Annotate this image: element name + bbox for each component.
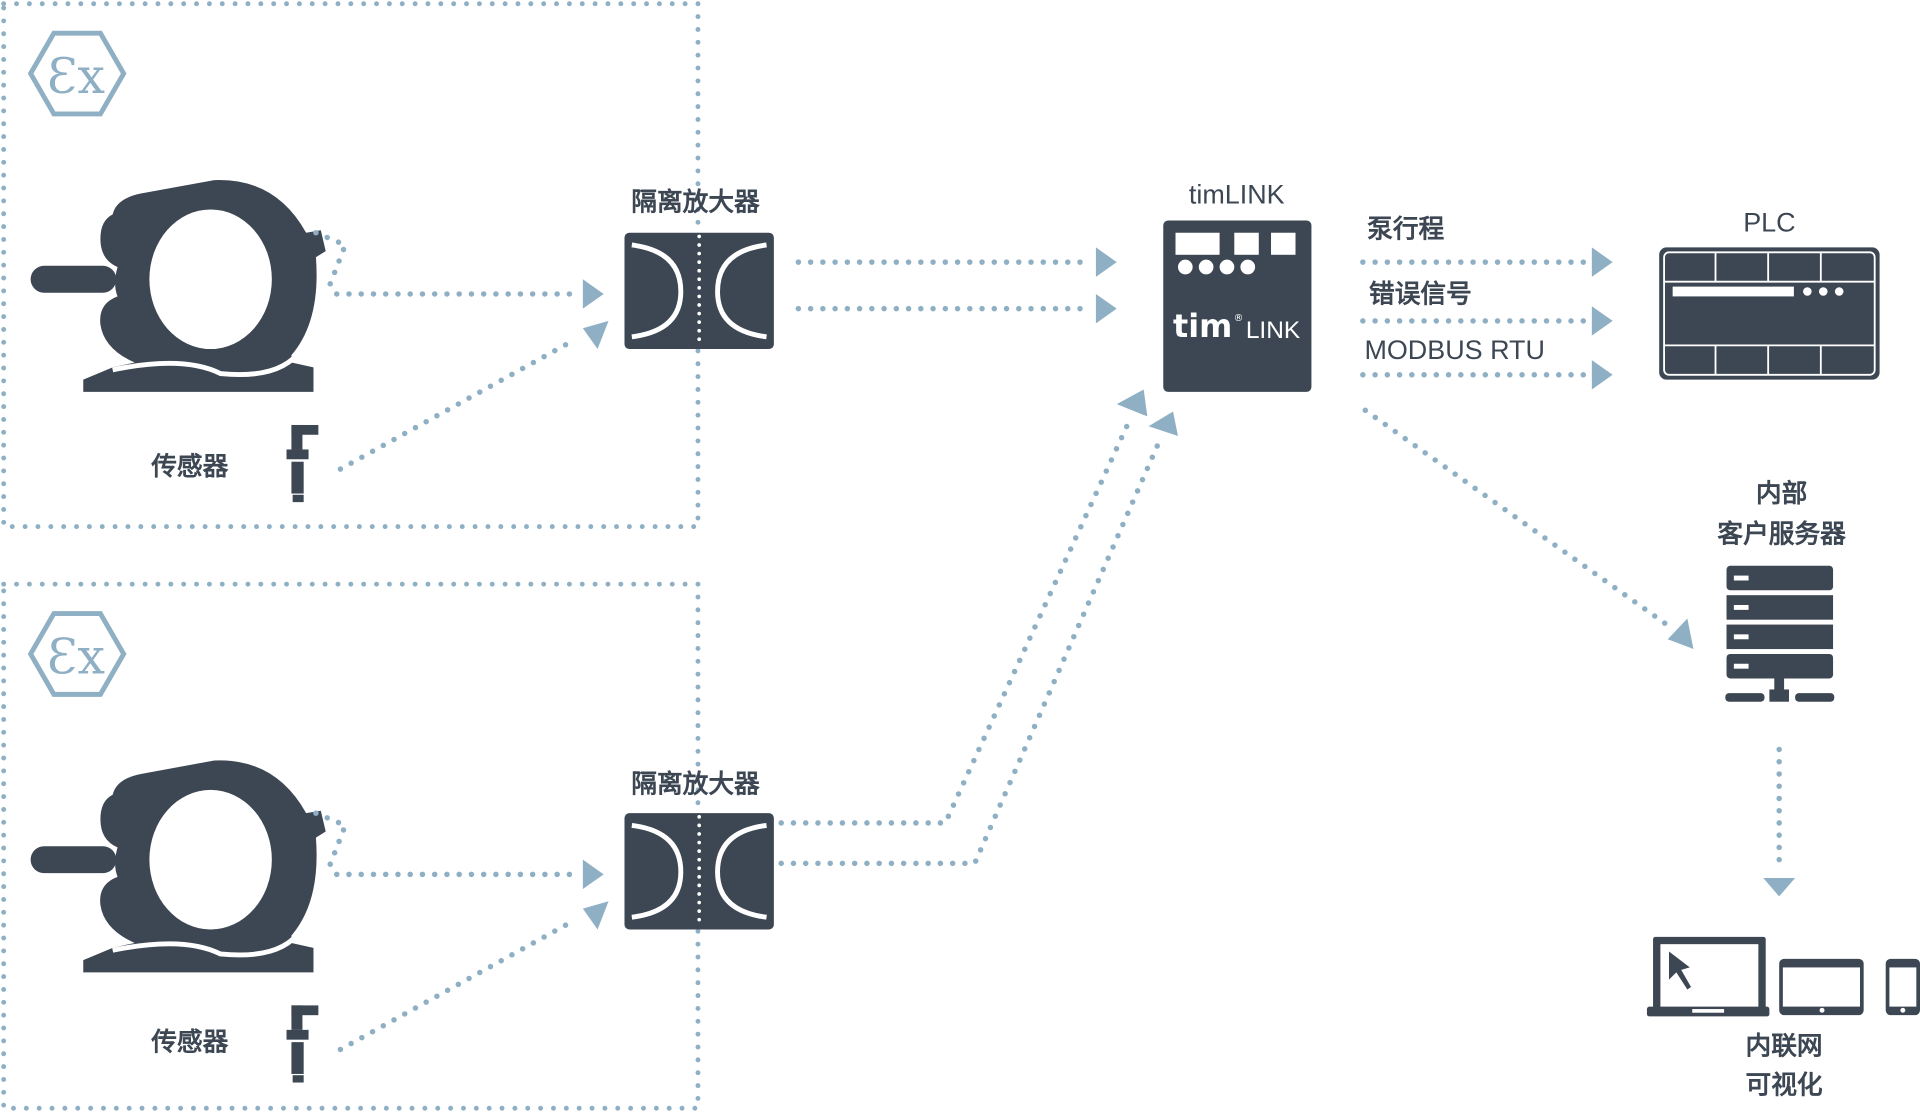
amp1-to-timlink-arrows xyxy=(795,247,1117,324)
pump-sensor-icon xyxy=(31,180,609,469)
phone-icon xyxy=(1885,958,1920,1016)
ex-hazard-icon xyxy=(31,614,124,695)
intranet-visualization: 内联网 可视化 xyxy=(1646,936,1920,1101)
isolation-amplifier-icon xyxy=(624,813,773,929)
server-label-line1: 内部 xyxy=(1756,479,1807,509)
internal-server: 内部 客户服务器 xyxy=(1717,479,1846,702)
signal-arrows: 泵行程 错误信号 MODBUS RTU xyxy=(1360,214,1613,390)
sensor-label: 传感器 xyxy=(150,452,228,482)
plc: PLC xyxy=(1659,208,1880,380)
probe-sensor-icon xyxy=(286,1005,319,1083)
hazard-zone-2: 传感器 隔离放大器 xyxy=(1,581,774,1111)
ex-hazard-icon xyxy=(31,33,124,114)
logo-link: LINK xyxy=(1246,317,1301,344)
timlink-to-server-arrow xyxy=(1362,407,1694,650)
logo-registered: ® xyxy=(1234,313,1244,324)
isolation-amplifier-icon xyxy=(624,233,773,349)
timlink-label: timLINK xyxy=(1189,179,1285,209)
probe-sensor-icon xyxy=(286,424,319,503)
sensor-label: 传感器 xyxy=(150,1028,228,1058)
logo-tim: tim xyxy=(1173,307,1232,345)
timlink-logo: tim®LINK xyxy=(1173,307,1301,345)
intranet-label-line1: 内联网 xyxy=(1746,1031,1823,1061)
plc-icon xyxy=(1659,247,1880,380)
amplifier-label: 隔离放大器 xyxy=(631,187,760,218)
server-icon xyxy=(1725,565,1835,702)
timlink-device-icon: tim®LINK xyxy=(1163,220,1312,392)
signal-label-pump-stroke: 泵行程 xyxy=(1367,214,1444,245)
tablet-icon xyxy=(1779,958,1864,1016)
server-label-line2: 客户服务器 xyxy=(1717,519,1846,550)
intranet-label-line2: 可视化 xyxy=(1746,1071,1823,1101)
pump-sensor-icon xyxy=(31,760,609,1049)
zone-border xyxy=(1,581,701,1111)
server-to-intranet-arrow xyxy=(1763,746,1796,897)
hazard-zone-1: 传感器 隔离放大器 xyxy=(1,1,774,530)
plc-label: PLC xyxy=(1743,208,1795,238)
amp2-to-timlink-arrows xyxy=(778,389,1178,867)
zone-border xyxy=(1,1,701,530)
amplifier-label: 隔离放大器 xyxy=(631,768,760,799)
signal-label-modbus: MODBUS RTU xyxy=(1364,335,1545,365)
timlink-gateway: timLINK tim®LINK xyxy=(1163,179,1312,392)
laptop-icon xyxy=(1646,936,1770,1017)
signal-label-error: 错误信号 xyxy=(1369,280,1472,310)
